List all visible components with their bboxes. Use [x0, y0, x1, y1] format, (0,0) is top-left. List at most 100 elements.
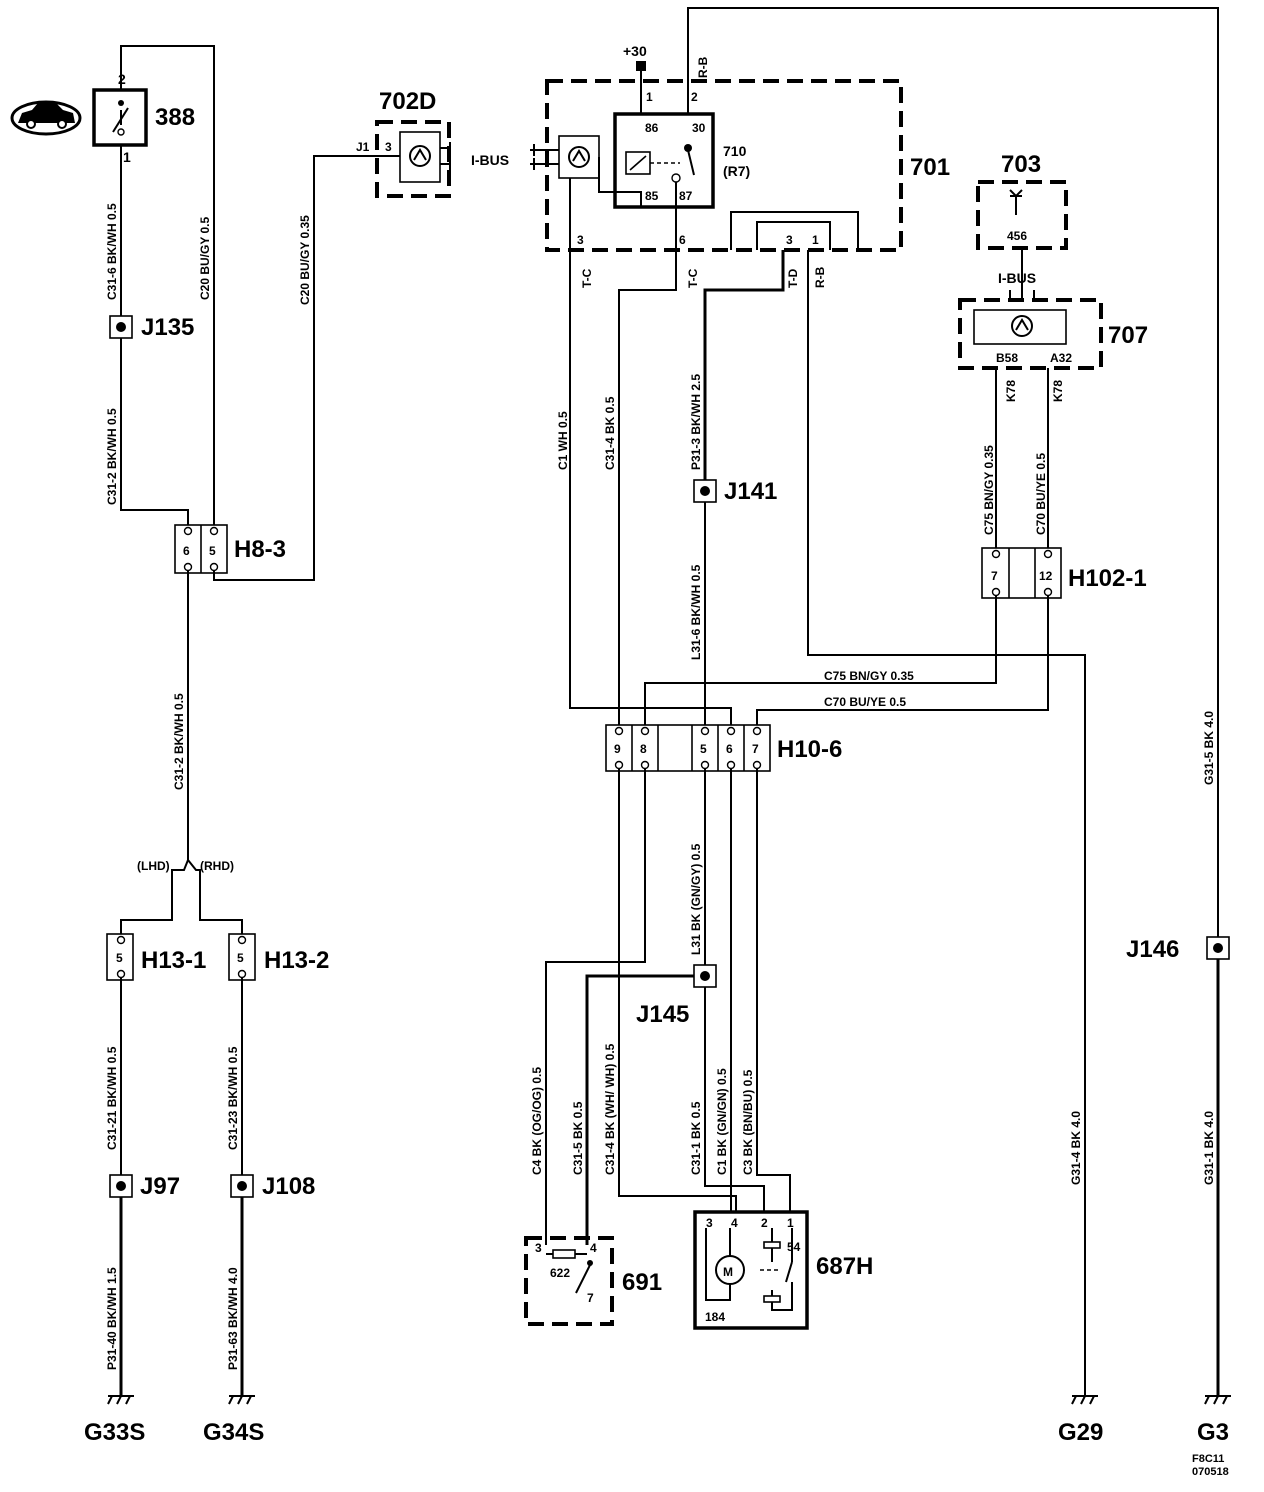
- ground-g34s: G34S: [203, 1419, 264, 1446]
- svg-text:H10-6: H10-6: [777, 736, 842, 763]
- junction-j135: J135: [109, 314, 194, 341]
- connector-h8-3: 6 5 H8-3: [174, 524, 286, 574]
- svg-text:707: 707: [1108, 322, 1148, 349]
- svg-text:6: 6: [679, 233, 686, 247]
- svg-text:R-B: R-B: [696, 56, 710, 78]
- wire-c31-2-upper: [120, 336, 189, 530]
- svg-text:701: 701: [910, 154, 950, 181]
- junction-j141: J141: [693, 478, 777, 505]
- svg-text:C1 WH 0.5: C1 WH 0.5: [556, 411, 570, 470]
- svg-text:7: 7: [752, 742, 759, 756]
- svg-text:F8C11: F8C11: [1192, 1453, 1224, 1465]
- svg-text:L31-6 BK/WH 0.5: L31-6 BK/WH 0.5: [689, 564, 703, 660]
- svg-text:5: 5: [700, 742, 707, 756]
- svg-text:I-BUS: I-BUS: [471, 152, 509, 168]
- svg-text:C20 BU/GY 0.35: C20 BU/GY 0.35: [298, 215, 312, 305]
- svg-text:5: 5: [116, 951, 123, 965]
- svg-text:2: 2: [691, 90, 698, 104]
- svg-text:2: 2: [761, 1216, 768, 1230]
- svg-text:703: 703: [1001, 151, 1041, 178]
- svg-text:J135: J135: [141, 314, 194, 341]
- svg-text:(R7): (R7): [723, 163, 750, 179]
- svg-text:C4 BK (OG/OG) 0.5: C4 BK (OG/OG) 0.5: [530, 1067, 544, 1175]
- svg-text:C31-4 BK 0.5: C31-4 BK 0.5: [603, 396, 617, 470]
- svg-text:184: 184: [705, 1310, 725, 1324]
- svg-text:(RHD): (RHD): [200, 859, 234, 873]
- svg-text:(LHD): (LHD): [137, 859, 170, 873]
- svg-text:P31-40 BK/WH 1.5: P31-40 BK/WH 1.5: [105, 1267, 119, 1370]
- svg-text:T-C: T-C: [686, 268, 700, 288]
- connector-h10-6: 9 8 5 6 7 H10-6: [605, 724, 842, 772]
- svg-text:J141: J141: [724, 478, 777, 505]
- wire-c31-5: [585, 974, 694, 1245]
- svg-text:J97: J97: [140, 1173, 180, 1200]
- svg-text:7: 7: [991, 569, 998, 583]
- switch-388: 2 1 388: [92, 71, 195, 165]
- svg-text:1: 1: [787, 1216, 794, 1230]
- connector-h102-1: 7 12 H102-1: [981, 547, 1147, 599]
- relay-710: 86 30 85 87 710 (R7): [613, 112, 750, 209]
- svg-text:J1: J1: [356, 140, 370, 154]
- junction-j97: J97: [109, 1173, 180, 1200]
- wire-c31-4-lower: [618, 769, 737, 1212]
- antenna-icon: [1009, 189, 1023, 215]
- svg-text:3: 3: [577, 233, 584, 247]
- svg-text:C31-2 BK/WH 0.5: C31-2 BK/WH 0.5: [172, 693, 186, 790]
- svg-text:C31-6 BK/WH 0.5: C31-6 BK/WH 0.5: [105, 203, 119, 300]
- svg-text:5: 5: [237, 951, 244, 965]
- svg-text:C75 BN/GY 0.35: C75 BN/GY 0.35: [982, 445, 996, 535]
- svg-text:C75 BN/GY 0.35: C75 BN/GY 0.35: [824, 669, 914, 683]
- svg-text:T-D: T-D: [786, 268, 800, 288]
- svg-text:54: 54: [787, 1240, 801, 1254]
- svg-text:622: 622: [550, 1266, 570, 1280]
- svg-text:G31-1 BK 4.0: G31-1 BK 4.0: [1202, 1111, 1216, 1185]
- svg-text:1: 1: [646, 90, 653, 104]
- svg-text:H102-1: H102-1: [1068, 565, 1147, 592]
- svg-text:T-C: T-C: [580, 268, 594, 288]
- svg-text:L31 BK (GN/GY) 0.5: L31 BK (GN/GY) 0.5: [689, 843, 703, 955]
- svg-text:8: 8: [640, 742, 647, 756]
- svg-text:85: 85: [645, 189, 659, 203]
- svg-text:C31-21 BK/WH 0.5: C31-21 BK/WH 0.5: [105, 1046, 119, 1150]
- wire-c3: [756, 769, 791, 1212]
- svg-text:7: 7: [587, 1291, 594, 1305]
- svg-text:H13-1: H13-1: [141, 947, 206, 974]
- module-702d: 702D: [375, 88, 451, 198]
- svg-text:M: M: [723, 1265, 733, 1279]
- ground-g3: G3: [1197, 1419, 1229, 1446]
- connector-h13-2: 5 H13-2: [228, 933, 329, 981]
- svg-text:710: 710: [723, 143, 747, 159]
- svg-text:4: 4: [731, 1216, 738, 1230]
- svg-text:3: 3: [786, 233, 793, 247]
- switch-691: 3 4 622 7 691: [524, 1236, 662, 1326]
- svg-text:G31-4 BK 4.0: G31-4 BK 4.0: [1069, 1111, 1083, 1185]
- svg-text:C31-4 BK (WH/ WH) 0.5: C31-4 BK (WH/ WH) 0.5: [603, 1043, 617, 1175]
- svg-text:C31-1 BK 0.5: C31-1 BK 0.5: [689, 1101, 703, 1175]
- svg-text:1: 1: [812, 233, 819, 247]
- svg-text:5: 5: [209, 544, 216, 558]
- svg-text:I-BUS: I-BUS: [998, 270, 1036, 286]
- svg-text:9: 9: [614, 742, 621, 756]
- svg-text:G31-5 BK 4.0: G31-5 BK 4.0: [1202, 711, 1216, 785]
- svg-text:A32: A32: [1050, 351, 1072, 365]
- svg-text:C70 BU/YE 0.5: C70 BU/YE 0.5: [1034, 453, 1048, 535]
- svg-text:86: 86: [645, 121, 659, 135]
- svg-text:6: 6: [183, 544, 190, 558]
- svg-text:12: 12: [1039, 569, 1053, 583]
- svg-text:1: 1: [123, 149, 131, 165]
- junction-j146: J146: [1126, 936, 1230, 963]
- module-701: [545, 79, 903, 252]
- svg-text:456: 456: [1007, 229, 1027, 243]
- svg-text:P31-3 BK/WH 2.5: P31-3 BK/WH 2.5: [689, 374, 703, 470]
- wire-rhd: [187, 859, 243, 935]
- svg-text:702D: 702D: [379, 88, 436, 115]
- svg-text:B58: B58: [996, 351, 1018, 365]
- svg-text:3: 3: [706, 1216, 713, 1230]
- wire-c4: [545, 769, 646, 1245]
- svg-text:R-B: R-B: [813, 266, 827, 288]
- ground-g33s: G33S: [84, 1419, 145, 1446]
- svg-text:87: 87: [679, 189, 693, 203]
- wire-c70-h: [756, 596, 1049, 727]
- ground-g29: G29: [1058, 1419, 1103, 1446]
